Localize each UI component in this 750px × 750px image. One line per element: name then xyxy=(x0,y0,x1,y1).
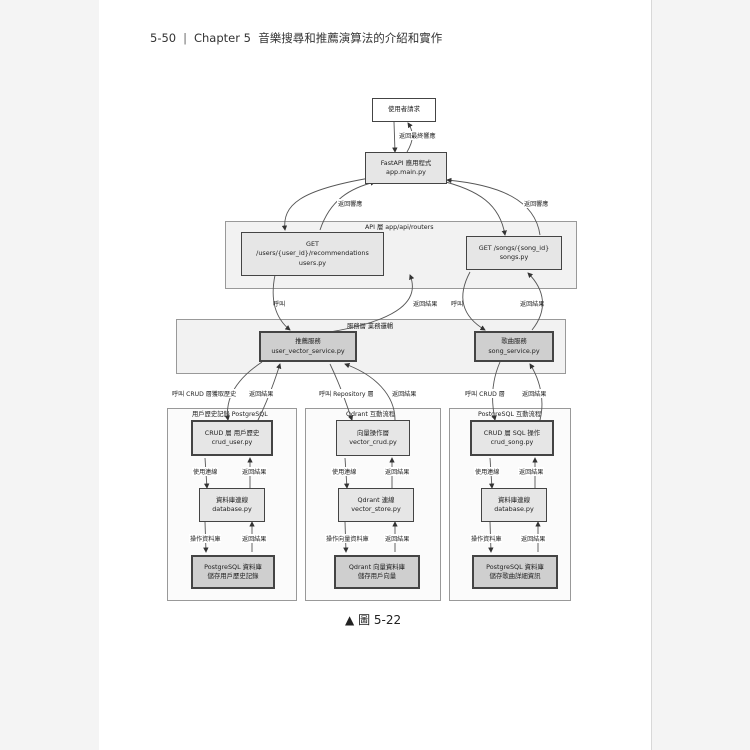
call-repo-label: 呼叫 Repository 層 xyxy=(318,389,375,398)
user-request-text: 使用者請求 xyxy=(388,105,420,114)
songsvc-line2: song_service.py xyxy=(488,346,540,355)
header-separator: | xyxy=(183,31,187,45)
c1-ret2-label: 返回結果 xyxy=(241,534,268,543)
rec-line1: 推薦服務 xyxy=(295,337,321,346)
arrow-songs-to-songsvc xyxy=(462,271,486,331)
c2-store-line2: 儲存用戶向量 xyxy=(357,572,397,580)
c1-ret-label: 返回結果 xyxy=(241,467,268,476)
page-number: 5-50 xyxy=(150,31,177,45)
arrow-songsvc-to-songs xyxy=(527,272,543,331)
call-crud-label: 呼叫 CRUD 層 xyxy=(464,389,506,398)
return-left-label: 返回響應 xyxy=(337,199,364,208)
c2-store-line1: Qdrant 向量資料庫 xyxy=(348,562,406,571)
api-layer-title: API 層 app/api/routers xyxy=(365,224,434,231)
c2-db-line2: vector_store.py xyxy=(351,505,401,513)
app-line1: FastAPI 應用程式 xyxy=(380,158,432,167)
songs-router-node: GET /songs/{song_id} songs.py xyxy=(466,236,562,270)
triangle-icon: ▲ xyxy=(345,613,355,627)
crud-song-node: CRUD 層 SQL 操作 crud_song.py xyxy=(470,420,554,456)
songs-line1: GET /songs/{song_id} xyxy=(478,243,550,252)
c3-store-line1: PostgreSQL 資料庫 xyxy=(486,562,544,571)
c3-ret2-label: 返回結果 xyxy=(520,534,547,543)
result-mid-label: 返回結果 xyxy=(413,301,438,308)
c3-crud-line2: crud_song.py xyxy=(490,438,534,446)
fastapi-app-node: FastAPI 應用程式 app.main.py xyxy=(365,152,447,184)
c3-use-conn-label: 使用連線 xyxy=(474,467,501,476)
caption-text: 圖 5-22 xyxy=(358,613,402,627)
c1-store-node: PostgreSQL 資料庫 儲存用戶歷史記錄 xyxy=(191,555,275,589)
arrow-app-to-songs xyxy=(437,179,507,236)
c1-store-line2: 儲存用戶歷史記錄 xyxy=(207,572,259,580)
crud-user-node: CRUD 層 用戶歷史 crud_user.py xyxy=(191,420,273,456)
c3-store-line2: 儲存歌曲詳細資訊 xyxy=(489,572,541,580)
result-right-label: 返回結果 xyxy=(520,301,545,308)
c2-ret-label: 返回結果 xyxy=(384,467,411,476)
users-router-node: GET /users/{user_id}/recommendations use… xyxy=(241,232,384,276)
c2-crud-line2: vector_crud.py xyxy=(349,438,397,446)
arrow-vector-crud-to-rec xyxy=(344,363,396,421)
arrow-request-to-app xyxy=(392,121,398,153)
running-header: 5-50 | Chapter 5 音樂搜尋和推薦演算法的介紹和實作 xyxy=(150,30,442,46)
users-line2: /users/{user_id}/recommendations xyxy=(256,249,369,258)
app-line2: app.main.py xyxy=(386,168,426,176)
c3-op-label: 操作資料庫 xyxy=(470,534,503,543)
c1-crud-line1: CRUD 層 用戶歷史 xyxy=(204,428,260,437)
chapter-label: Chapter 5 xyxy=(193,31,251,45)
return-right-label: 返回響應 xyxy=(523,199,550,208)
c2-op-label: 操作向量資料庫 xyxy=(325,534,370,543)
songs-line2: songs.py xyxy=(499,253,529,261)
result-3-label: 返回結果 xyxy=(521,389,548,398)
call-crud-history-label: 呼叫 CRUD 層獲取歷史 xyxy=(171,389,238,398)
c3-db-line2: database.py xyxy=(494,505,534,513)
c1-use-conn-label: 使用連線 xyxy=(192,467,219,476)
col3-title: PostgreSQL 互動流程 xyxy=(478,411,542,418)
call-left-label: 呼叫 xyxy=(273,301,286,308)
arrow-app-to-users xyxy=(281,177,371,231)
c1-op-label: 操作資料庫 xyxy=(189,534,222,543)
song-service-node: 歌曲服務 song_service.py xyxy=(474,331,554,362)
users-line1: GET xyxy=(306,240,319,249)
vector-crud-node: 向量操作層 vector_crud.py xyxy=(336,420,410,456)
return-final-label: 返回最終響應 xyxy=(398,131,437,140)
c1-crud-line2: crud_user.py xyxy=(211,438,253,446)
user-request-node: 使用者請求 xyxy=(372,98,436,122)
c2-crud-line1: 向量操作層 xyxy=(357,428,389,437)
c3-db-node: 資料庫連線 database.py xyxy=(481,488,547,522)
c2-db-line1: Qdrant 連線 xyxy=(357,495,395,504)
col1-title: 用戶歷史記錄 PostgreSQL xyxy=(192,411,268,418)
c3-ret-label: 返回結果 xyxy=(518,467,545,476)
songsvc-line1: 歌曲服務 xyxy=(501,337,527,346)
c2-ret2-label: 返回結果 xyxy=(384,534,411,543)
arrow-rec-to-users xyxy=(329,274,415,333)
book-page xyxy=(99,0,652,750)
rec-line2: user_vector_service.py xyxy=(271,346,345,355)
c2-db-node: Qdrant 連線 vector_store.py xyxy=(338,488,414,522)
result-1-label: 返回結果 xyxy=(248,389,275,398)
col2-title: Qdrant 互動流程 xyxy=(346,411,396,418)
result-2-label: 返回結果 xyxy=(391,389,418,398)
service-layer-title: 服務層 業務邏輯 xyxy=(347,323,394,330)
c1-db-line2: database.py xyxy=(212,505,252,513)
chapter-title: 音樂搜尋和推薦演算法的介紹和實作 xyxy=(258,31,443,45)
c2-use-conn-label: 使用連線 xyxy=(331,467,358,476)
c3-crud-line1: CRUD 層 SQL 操作 xyxy=(483,428,541,437)
recommendation-service-node: 推薦服務 user_vector_service.py xyxy=(259,331,357,362)
users-line3: users.py xyxy=(298,258,327,267)
c2-store-node: Qdrant 向量資料庫 儲存用戶向量 xyxy=(334,555,420,589)
c3-db-line1: 資料庫連線 xyxy=(498,495,530,504)
c3-store-node: PostgreSQL 資料庫 儲存歌曲詳細資訊 xyxy=(472,555,558,589)
c1-db-line1: 資料庫連線 xyxy=(216,495,248,504)
figure-caption: ▲ 圖 5-22 xyxy=(345,611,401,628)
c1-store-line1: PostgreSQL 資料庫 xyxy=(204,562,262,571)
arrow-songs-to-app xyxy=(446,177,541,236)
call-right-label: 呼叫 xyxy=(451,301,464,308)
c1-db-node: 資料庫連線 database.py xyxy=(199,488,265,522)
arrow-users-to-rec xyxy=(272,274,291,331)
